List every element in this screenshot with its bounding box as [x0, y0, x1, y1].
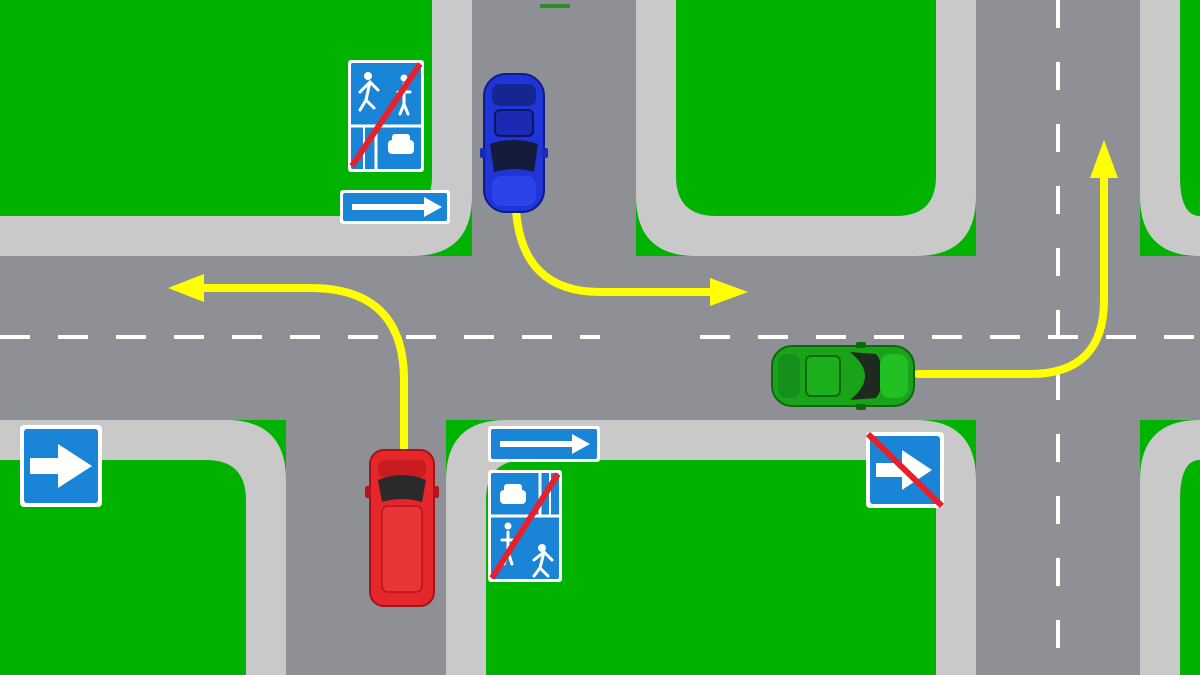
blue-path-arrowhead	[710, 278, 748, 306]
green-car	[771, 342, 915, 410]
sidewalk-top-left	[0, 0, 472, 256]
green-path-arrowhead	[1090, 140, 1118, 178]
blue-car-path	[512, 206, 724, 296]
blue-car	[480, 73, 548, 213]
sign-one-way-road-left	[20, 425, 102, 507]
red-path-arrowhead	[168, 274, 204, 302]
sidewalk-bottom-right	[1140, 420, 1200, 675]
sign-one-way-right-top	[340, 190, 450, 224]
arrow-heads	[168, 140, 1118, 306]
green-car-path	[914, 166, 1108, 378]
red-car	[365, 449, 439, 607]
sign-end-of-one-way	[865, 431, 945, 509]
sidewalk-top-right	[1140, 0, 1200, 256]
sign-end-living-zone-bottom	[488, 470, 562, 582]
sidewalk-top-middle	[636, 0, 976, 256]
sign-end-living-zone-top	[348, 60, 424, 172]
red-car-path	[186, 284, 408, 452]
sign-one-way-right-middle	[488, 426, 600, 462]
path-arrows	[186, 166, 1108, 452]
